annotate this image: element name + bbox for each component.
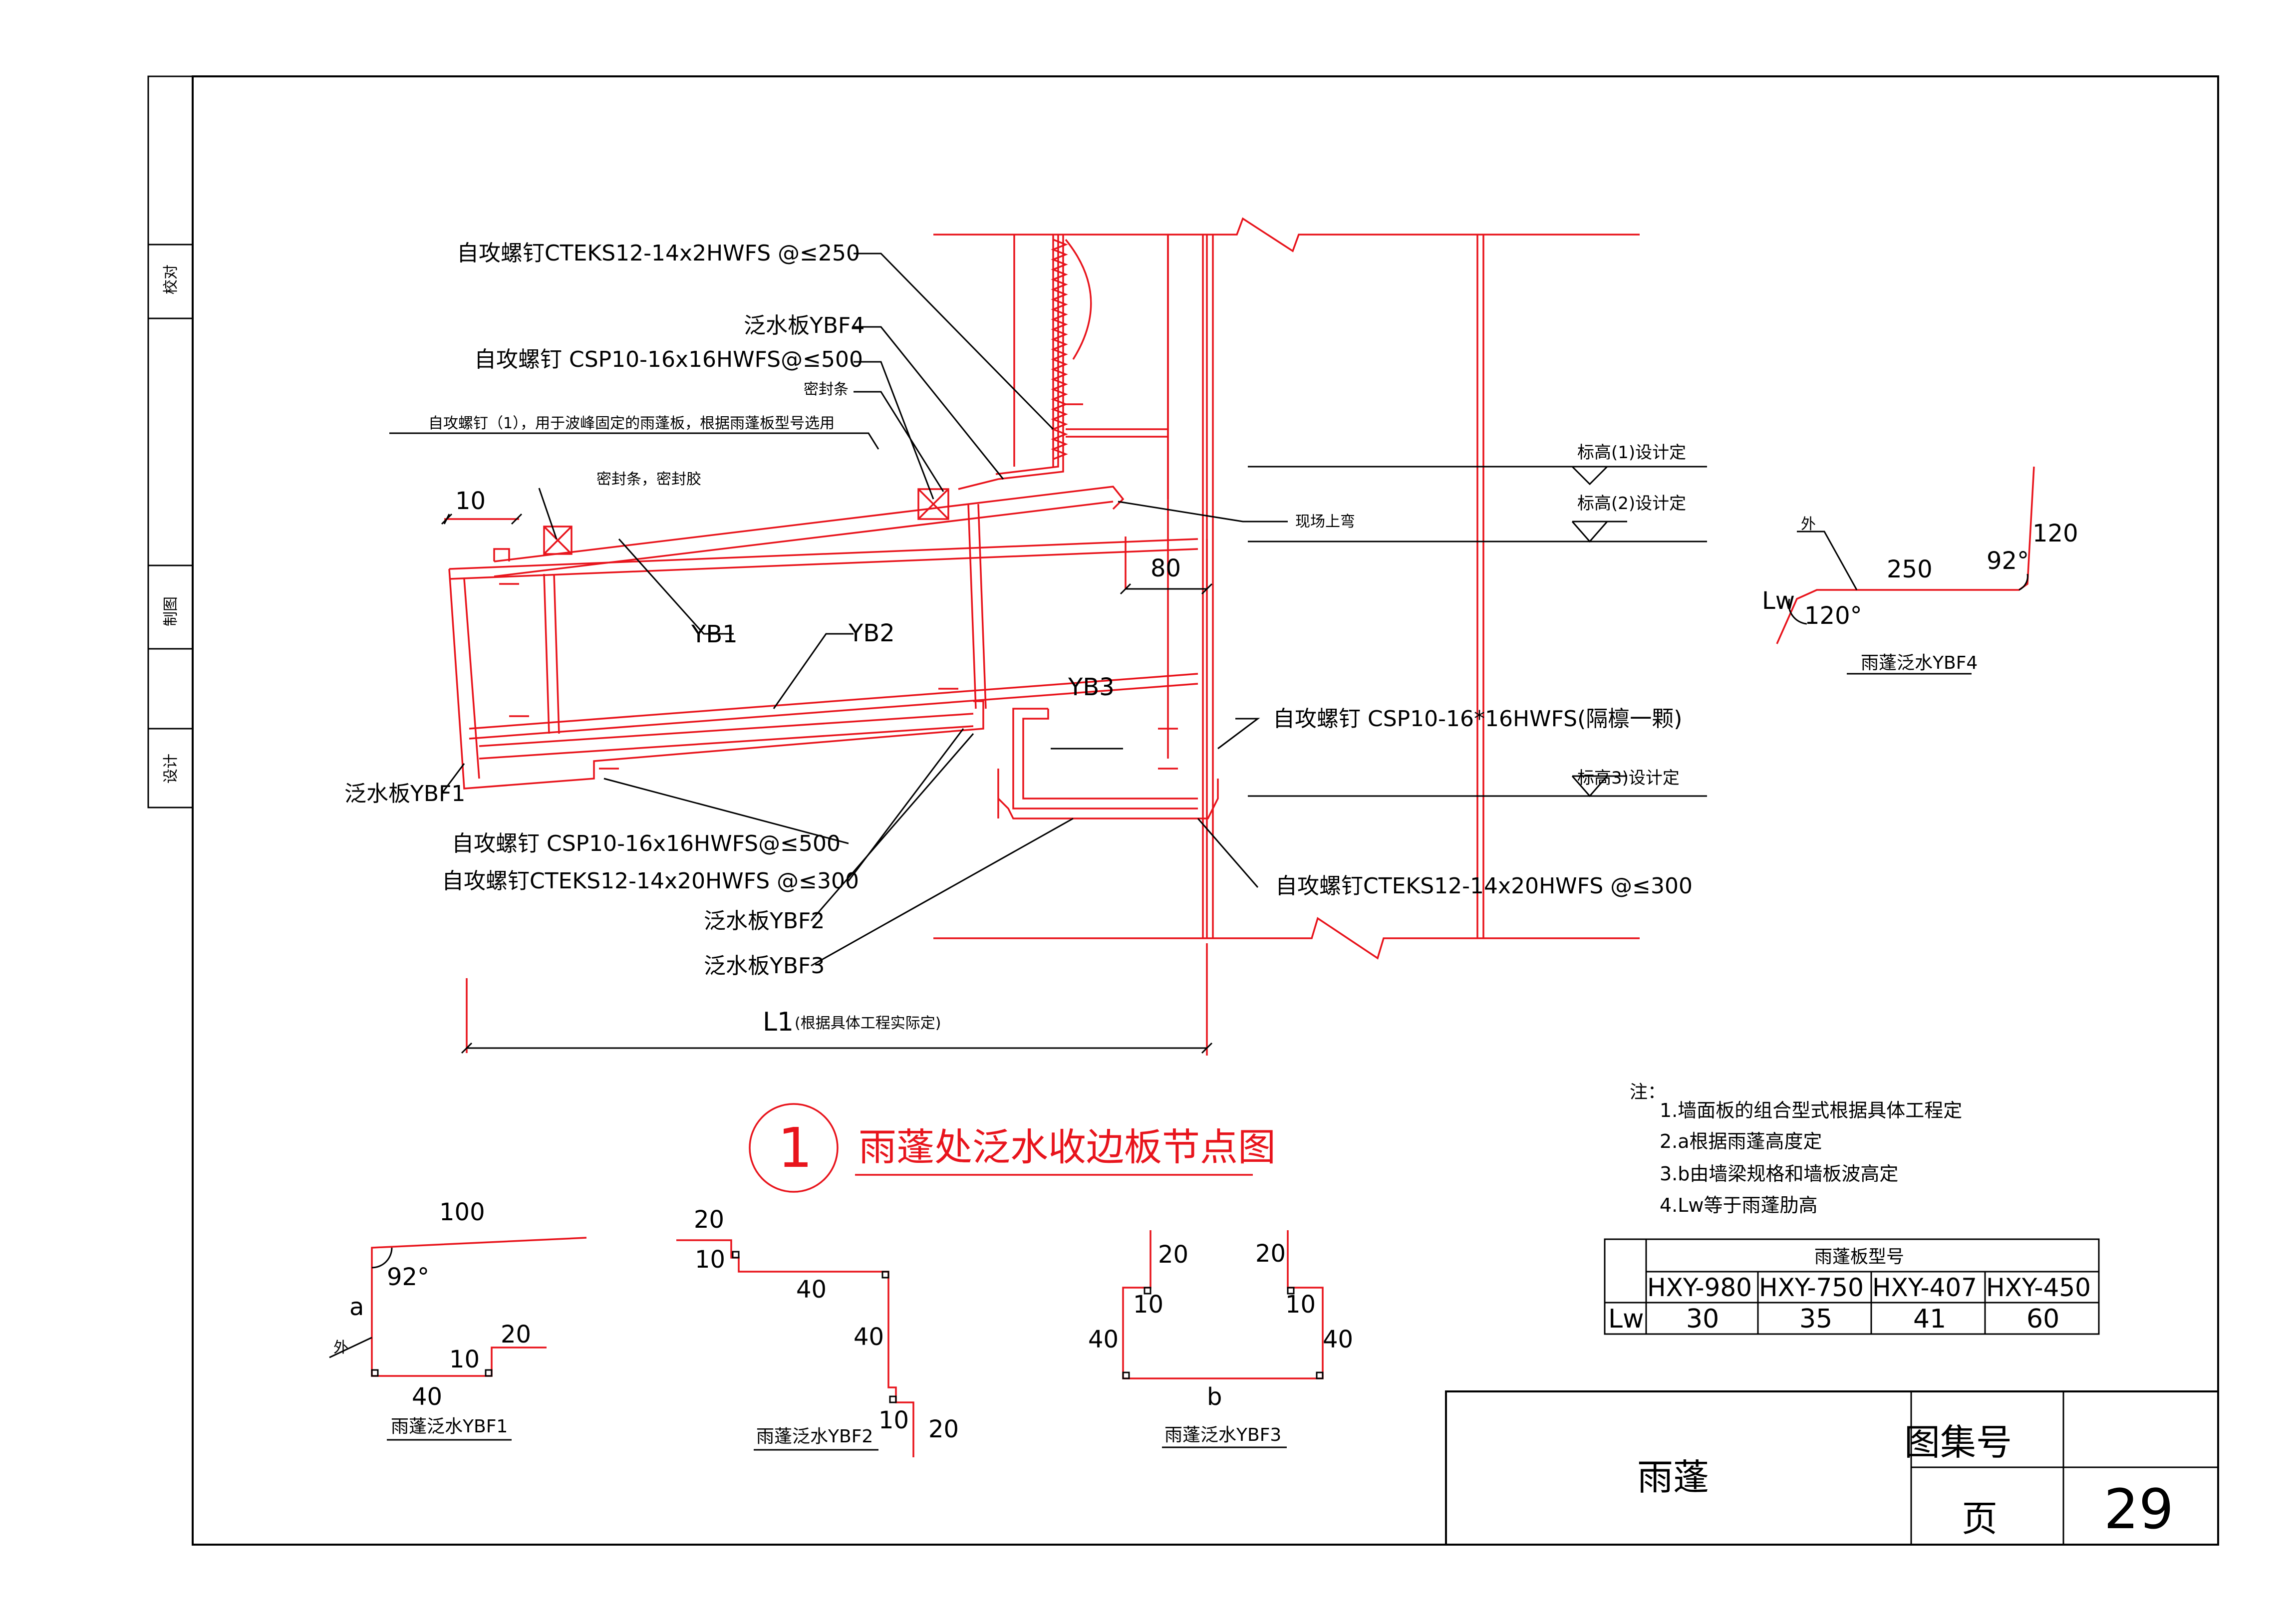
page-number: 29 xyxy=(2104,1477,2174,1541)
ybf4-lw: Lw xyxy=(1762,587,1795,615)
ybf2-profile-geometry xyxy=(676,1239,914,1457)
ybf1-outside: 外 xyxy=(333,1339,348,1356)
ybf1-step: 10 xyxy=(449,1346,480,1373)
label-yb3: YB3 xyxy=(1068,673,1115,701)
title-block xyxy=(1445,1390,2219,1546)
label-yb2: YB2 xyxy=(848,619,895,647)
table-header-3: HXY-407 xyxy=(1872,1273,1977,1302)
ybf4-angle2: 92° xyxy=(1987,547,2029,575)
notes-label: 注： xyxy=(1630,1082,1666,1102)
dim-l1-note: (根据具体工程实际定) xyxy=(795,1015,941,1032)
ybf1-profile-labels: 100 92° a 外 40 10 20 雨蓬泛水YBF1 xyxy=(333,1198,531,1437)
label-flash-ybf3: 泛水板YBF3 xyxy=(704,953,825,979)
note-2: 2.a根据雨蓬高度定 xyxy=(1660,1130,1822,1152)
note-3: 3.b由墙梁规格和墙板波高定 xyxy=(1660,1163,1898,1185)
ybf3-l10: 10 xyxy=(1133,1291,1163,1319)
ybf2-d10a: 10 xyxy=(695,1246,725,1274)
label-flash-ybf4: 泛水板YBF4 xyxy=(744,313,864,338)
notes: 注： 1.墙面板的组合型式根据具体工程定 2.a根据雨蓬高度定 3.b由墙梁规格… xyxy=(1630,1082,1962,1216)
label-screw-cteks-300-left: 自攻螺钉CTEKS12-14x20HWFS @≤300 xyxy=(442,868,859,894)
ybf3-l40: 40 xyxy=(1088,1326,1119,1353)
table-value-3: 41 xyxy=(1913,1304,1946,1334)
label-screw-csp-500-bottom: 自攻螺钉 CSP10-16x16HWFS@≤500 xyxy=(452,831,841,856)
table-header-4: HXY-450 xyxy=(1986,1273,2091,1302)
label-screw-cteks-300-right: 自攻螺钉CTEKS12-14x20HWFS @≤300 xyxy=(1275,873,1693,899)
label-screw-note1: 自攻螺钉（1），用于波峰固定的雨蓬板，根据雨蓬板型号选用 xyxy=(428,415,835,432)
dim-80: 80 xyxy=(1150,554,1181,582)
table-value-4: 60 xyxy=(2026,1304,2059,1334)
ybf4-len: 250 xyxy=(1887,555,1933,583)
ybf1-top: 100 xyxy=(439,1198,485,1226)
table-title: 雨蓬板型号 xyxy=(1814,1247,1904,1267)
strip-design: 设计 xyxy=(162,754,180,784)
note-4: 4.Lw等于雨蓬肋高 xyxy=(1660,1194,1818,1216)
ybf2-d40a: 40 xyxy=(796,1276,827,1304)
ybf3-r20: 20 xyxy=(1255,1240,1286,1268)
ybf2-profile-labels: 20 10 40 40 10 20 雨蓬泛水YBF2 xyxy=(694,1206,959,1447)
ybf3-profile-labels: 20 20 10 10 40 40 b 雨蓬泛水YBF3 xyxy=(1088,1240,1353,1445)
ybf1-caption: 雨蓬泛水YBF1 xyxy=(391,1416,508,1437)
ybf1-bottom: 40 xyxy=(412,1383,442,1411)
ybf2-d20b: 20 xyxy=(928,1415,959,1443)
atlas-label: 图集号 xyxy=(1904,1421,2012,1463)
ybf3-b: b xyxy=(1207,1383,1222,1411)
label-elev1: 标高(1)设计定 xyxy=(1577,443,1686,463)
ybf1-profile-geometry xyxy=(329,1237,587,1441)
ybf4-angle1: 120° xyxy=(1804,602,1862,630)
ybf1-angle: 92° xyxy=(387,1263,429,1291)
ybf1-lip: 20 xyxy=(501,1321,531,1349)
sheet-frame xyxy=(147,75,2219,1546)
table-row-label: Lw xyxy=(1608,1304,1644,1334)
ybf3-l20: 20 xyxy=(1158,1241,1188,1269)
table-header-1: HXY-980 xyxy=(1647,1273,1752,1302)
ybf2-caption: 雨蓬泛水YBF2 xyxy=(756,1426,873,1447)
label-site-bend: 现场上弯 xyxy=(1295,513,1355,531)
note-1: 1.墙面板的组合型式根据具体工程定 xyxy=(1660,1099,1962,1121)
ybf3-r10: 10 xyxy=(1285,1291,1316,1319)
detail-number: 1 xyxy=(778,1116,813,1180)
ybf2-d20a: 20 xyxy=(694,1206,724,1234)
label-flash-ybf1: 泛水板YBF1 xyxy=(344,781,465,807)
label-screw-cteks-250: 自攻螺钉CTEKS12-14x2HWFS @≤250 xyxy=(457,241,860,266)
strip-draft: 制图 xyxy=(162,596,180,626)
ybf2-d40b: 40 xyxy=(854,1323,884,1351)
label-screw-csp-purlin: 自攻螺钉 CSP10-16*16HWFS(隔檩一颗) xyxy=(1273,706,1682,732)
ybf4-outside: 外 xyxy=(1801,516,1816,533)
label-seal-glue: 密封条，密封胶 xyxy=(596,471,701,488)
dim-10: 10 xyxy=(455,487,486,515)
main-detail-labels: 自攻螺钉CTEKS12-14x2HWFS @≤250 泛水板YBF4 自攻螺钉 … xyxy=(344,241,1693,1037)
ybf3-caption: 雨蓬泛水YBF3 xyxy=(1164,1425,1281,1445)
ybf2-d10b: 10 xyxy=(878,1406,909,1434)
drawing-name: 雨蓬 xyxy=(1637,1456,1709,1498)
label-elev3: 标高3)设计定 xyxy=(1577,768,1680,788)
table-value-1: 30 xyxy=(1686,1304,1719,1334)
dimension-ticks xyxy=(441,513,1213,1054)
leader-lines xyxy=(389,253,2028,967)
ybf3-r40: 40 xyxy=(1323,1326,1353,1353)
dim-l1: L1 xyxy=(763,1007,794,1037)
table-value-2: 35 xyxy=(1799,1304,1832,1334)
label-screw-csp-500-top: 自攻螺钉 CSP10-16x16HWFS@≤500 xyxy=(474,347,863,372)
label-seal-strip: 密封条 xyxy=(804,381,849,398)
ybf4-up: 120 xyxy=(2032,520,2078,547)
ybf4-caption: 雨蓬泛水YBF4 xyxy=(1861,653,1978,673)
ybf1-a: a xyxy=(349,1293,364,1321)
main-detail-geometry xyxy=(444,217,2035,1193)
lw-table-text: 雨蓬板型号 Lw HXY-980 HXY-750 HXY-407 HXY-450… xyxy=(1608,1247,2091,1334)
strip-check: 校对 xyxy=(162,265,180,294)
ybf4-profile-labels: 外 Lw 120° 250 92° 120 雨蓬泛水YBF4 xyxy=(1762,516,2078,673)
ybf3-profile-geometry xyxy=(1122,1230,1324,1448)
table-header-2: HXY-750 xyxy=(1759,1273,1864,1302)
label-yb1: YB1 xyxy=(691,620,738,648)
label-flash-ybf2: 泛水板YBF2 xyxy=(704,908,825,934)
detail-title: 雨蓬处泛水收边板节点图 xyxy=(859,1125,1276,1169)
lw-table-grid xyxy=(1604,1238,2100,1335)
page-label: 页 xyxy=(1962,1498,1998,1540)
label-elev2: 标高(2)设计定 xyxy=(1577,494,1686,514)
